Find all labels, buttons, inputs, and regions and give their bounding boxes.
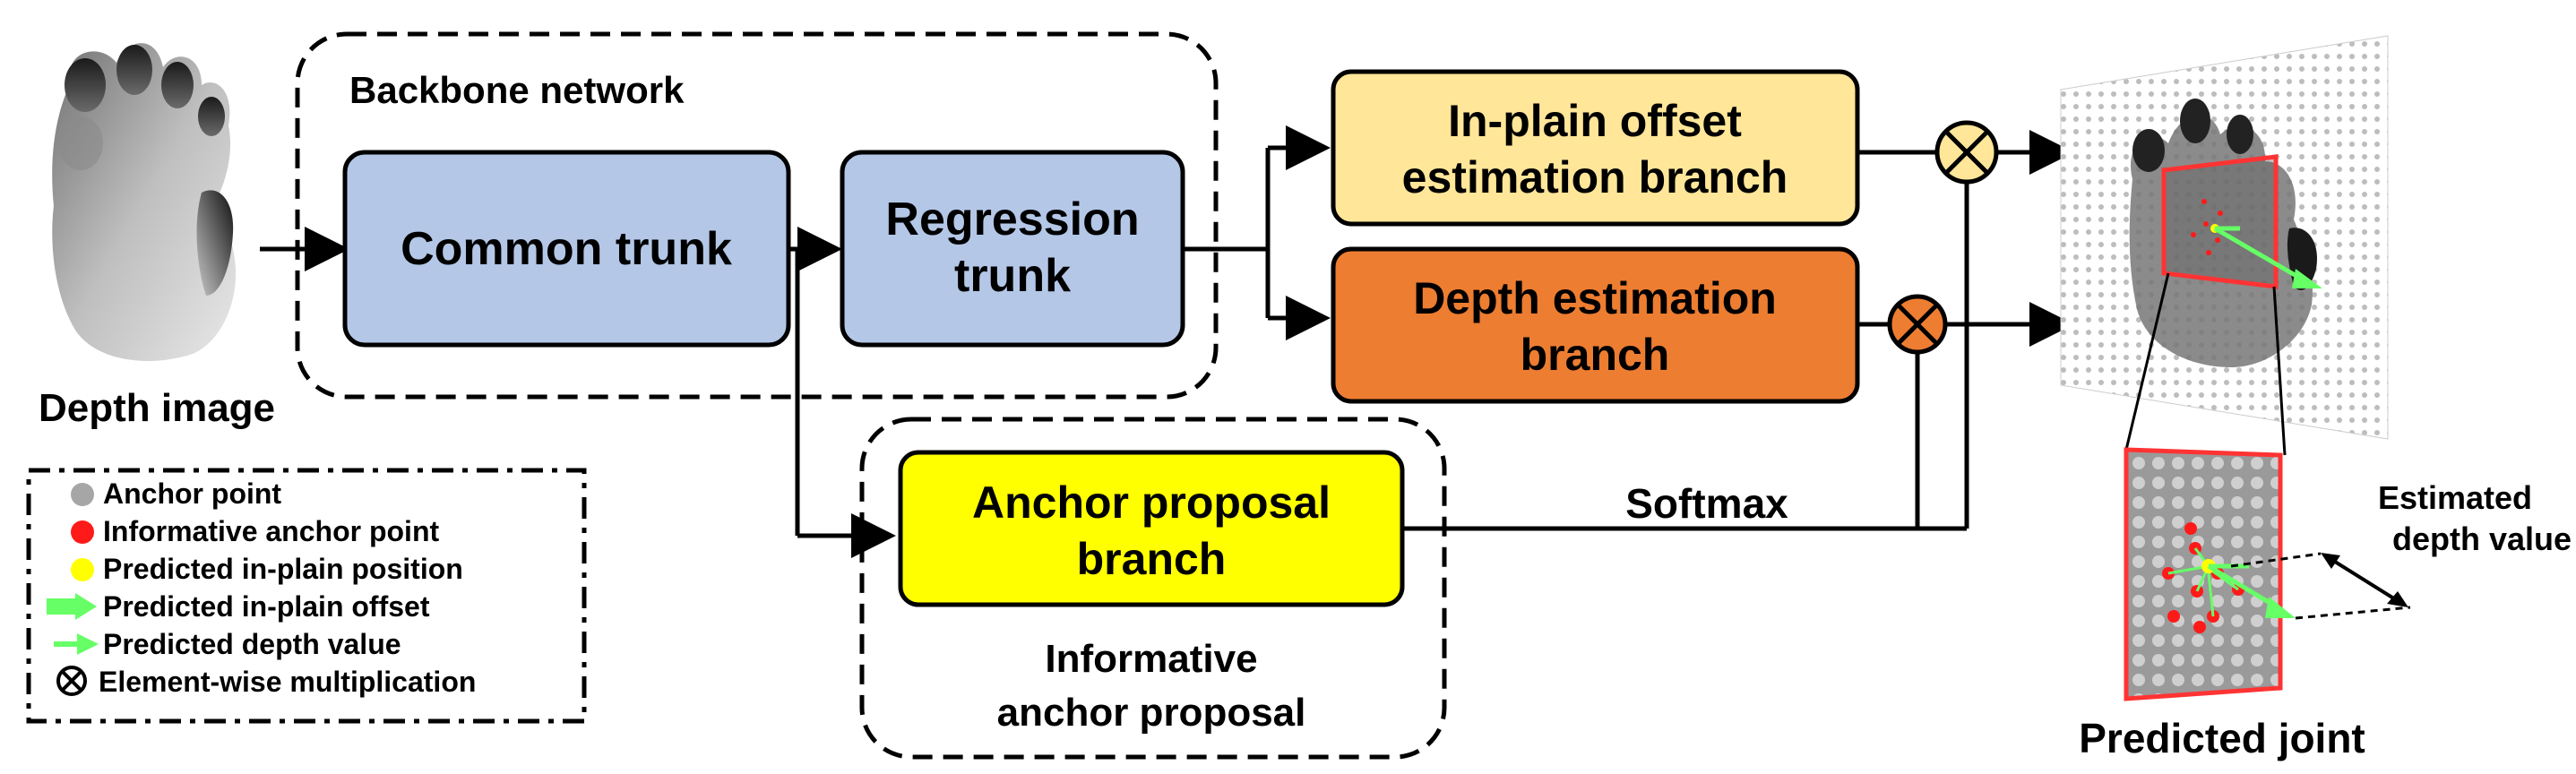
depth-image-label: Depth image [39, 386, 275, 430]
depth-value-measure [2326, 555, 2401, 604]
anchor-branch-box [898, 450, 1405, 607]
common-trunk-label: Common trunk [401, 223, 732, 275]
zoom-line-right [2272, 286, 2287, 456]
legend-item-elementwise-mult: Element-wise multiplication [99, 666, 476, 698]
backbone-title: Backbone network [349, 69, 685, 111]
legend-item-predicted-depth: Predicted depth value [103, 628, 401, 660]
legend-green-arrow-icon [54, 633, 99, 655]
legend-thick-green-arrow-icon [47, 593, 97, 620]
softmax-label: Softmax [1625, 480, 1788, 527]
zoomed-anchor-patch [2124, 447, 2296, 701]
informative-anchor-label-line2: anchor proposal [997, 691, 1306, 735]
depth-branch-label-line1: Depth estimation [1413, 273, 1777, 323]
depth-branch-label-line2: branch [1521, 330, 1670, 380]
regression-trunk-label-line1: Regression [885, 194, 1139, 245]
legend-red-dot-icon [71, 520, 94, 544]
offset-branch-label-line1: In-plain offset [1448, 96, 1742, 146]
depth-image-hand [52, 43, 237, 361]
regression-trunk-label-line2: trunk [954, 250, 1071, 302]
legend-otimes-icon [56, 666, 87, 696]
estimated-depth-label-line1: Estimated [2378, 479, 2532, 516]
informative-anchor-label-line1: Informative [1045, 637, 1257, 681]
legend-gray-dot-icon [71, 483, 94, 506]
regression-trunk-box [840, 150, 1185, 348]
legend-item-predicted-offset: Predicted in-plain offset [103, 590, 430, 623]
legend-item-predicted-position: Predicted in-plain position [103, 553, 463, 585]
backbone-network-frame [295, 31, 1219, 400]
predicted-joint-panel [2060, 35, 2389, 440]
legend-frame [26, 468, 587, 724]
anchor-branch-label-line1: Anchor proposal [972, 477, 1331, 528]
offset-multiply-icon [1934, 120, 1999, 185]
legend-item-informative-anchor: Informative anchor point [103, 515, 439, 547]
legend-item-anchor-point: Anchor point [103, 477, 281, 510]
informative-anchor-frame [859, 417, 1447, 760]
offset-branch-label-line2: estimation branch [1402, 152, 1788, 202]
joint-region-box [2161, 154, 2279, 289]
offset-branch-box [1331, 69, 1860, 227]
depth-dashed-bottom [2295, 606, 2411, 620]
legend-yellow-dot-icon [71, 558, 94, 581]
predicted-joint-label: Predicted joint [2079, 715, 2365, 761]
anchor-branch-label-line2: branch [1077, 534, 1227, 584]
zoom-line-left [2124, 272, 2170, 451]
depth-multiply-icon [1887, 294, 1948, 355]
depth-dashed-top [2230, 552, 2322, 568]
estimated-depth-label-line2: depth value [2392, 520, 2572, 557]
